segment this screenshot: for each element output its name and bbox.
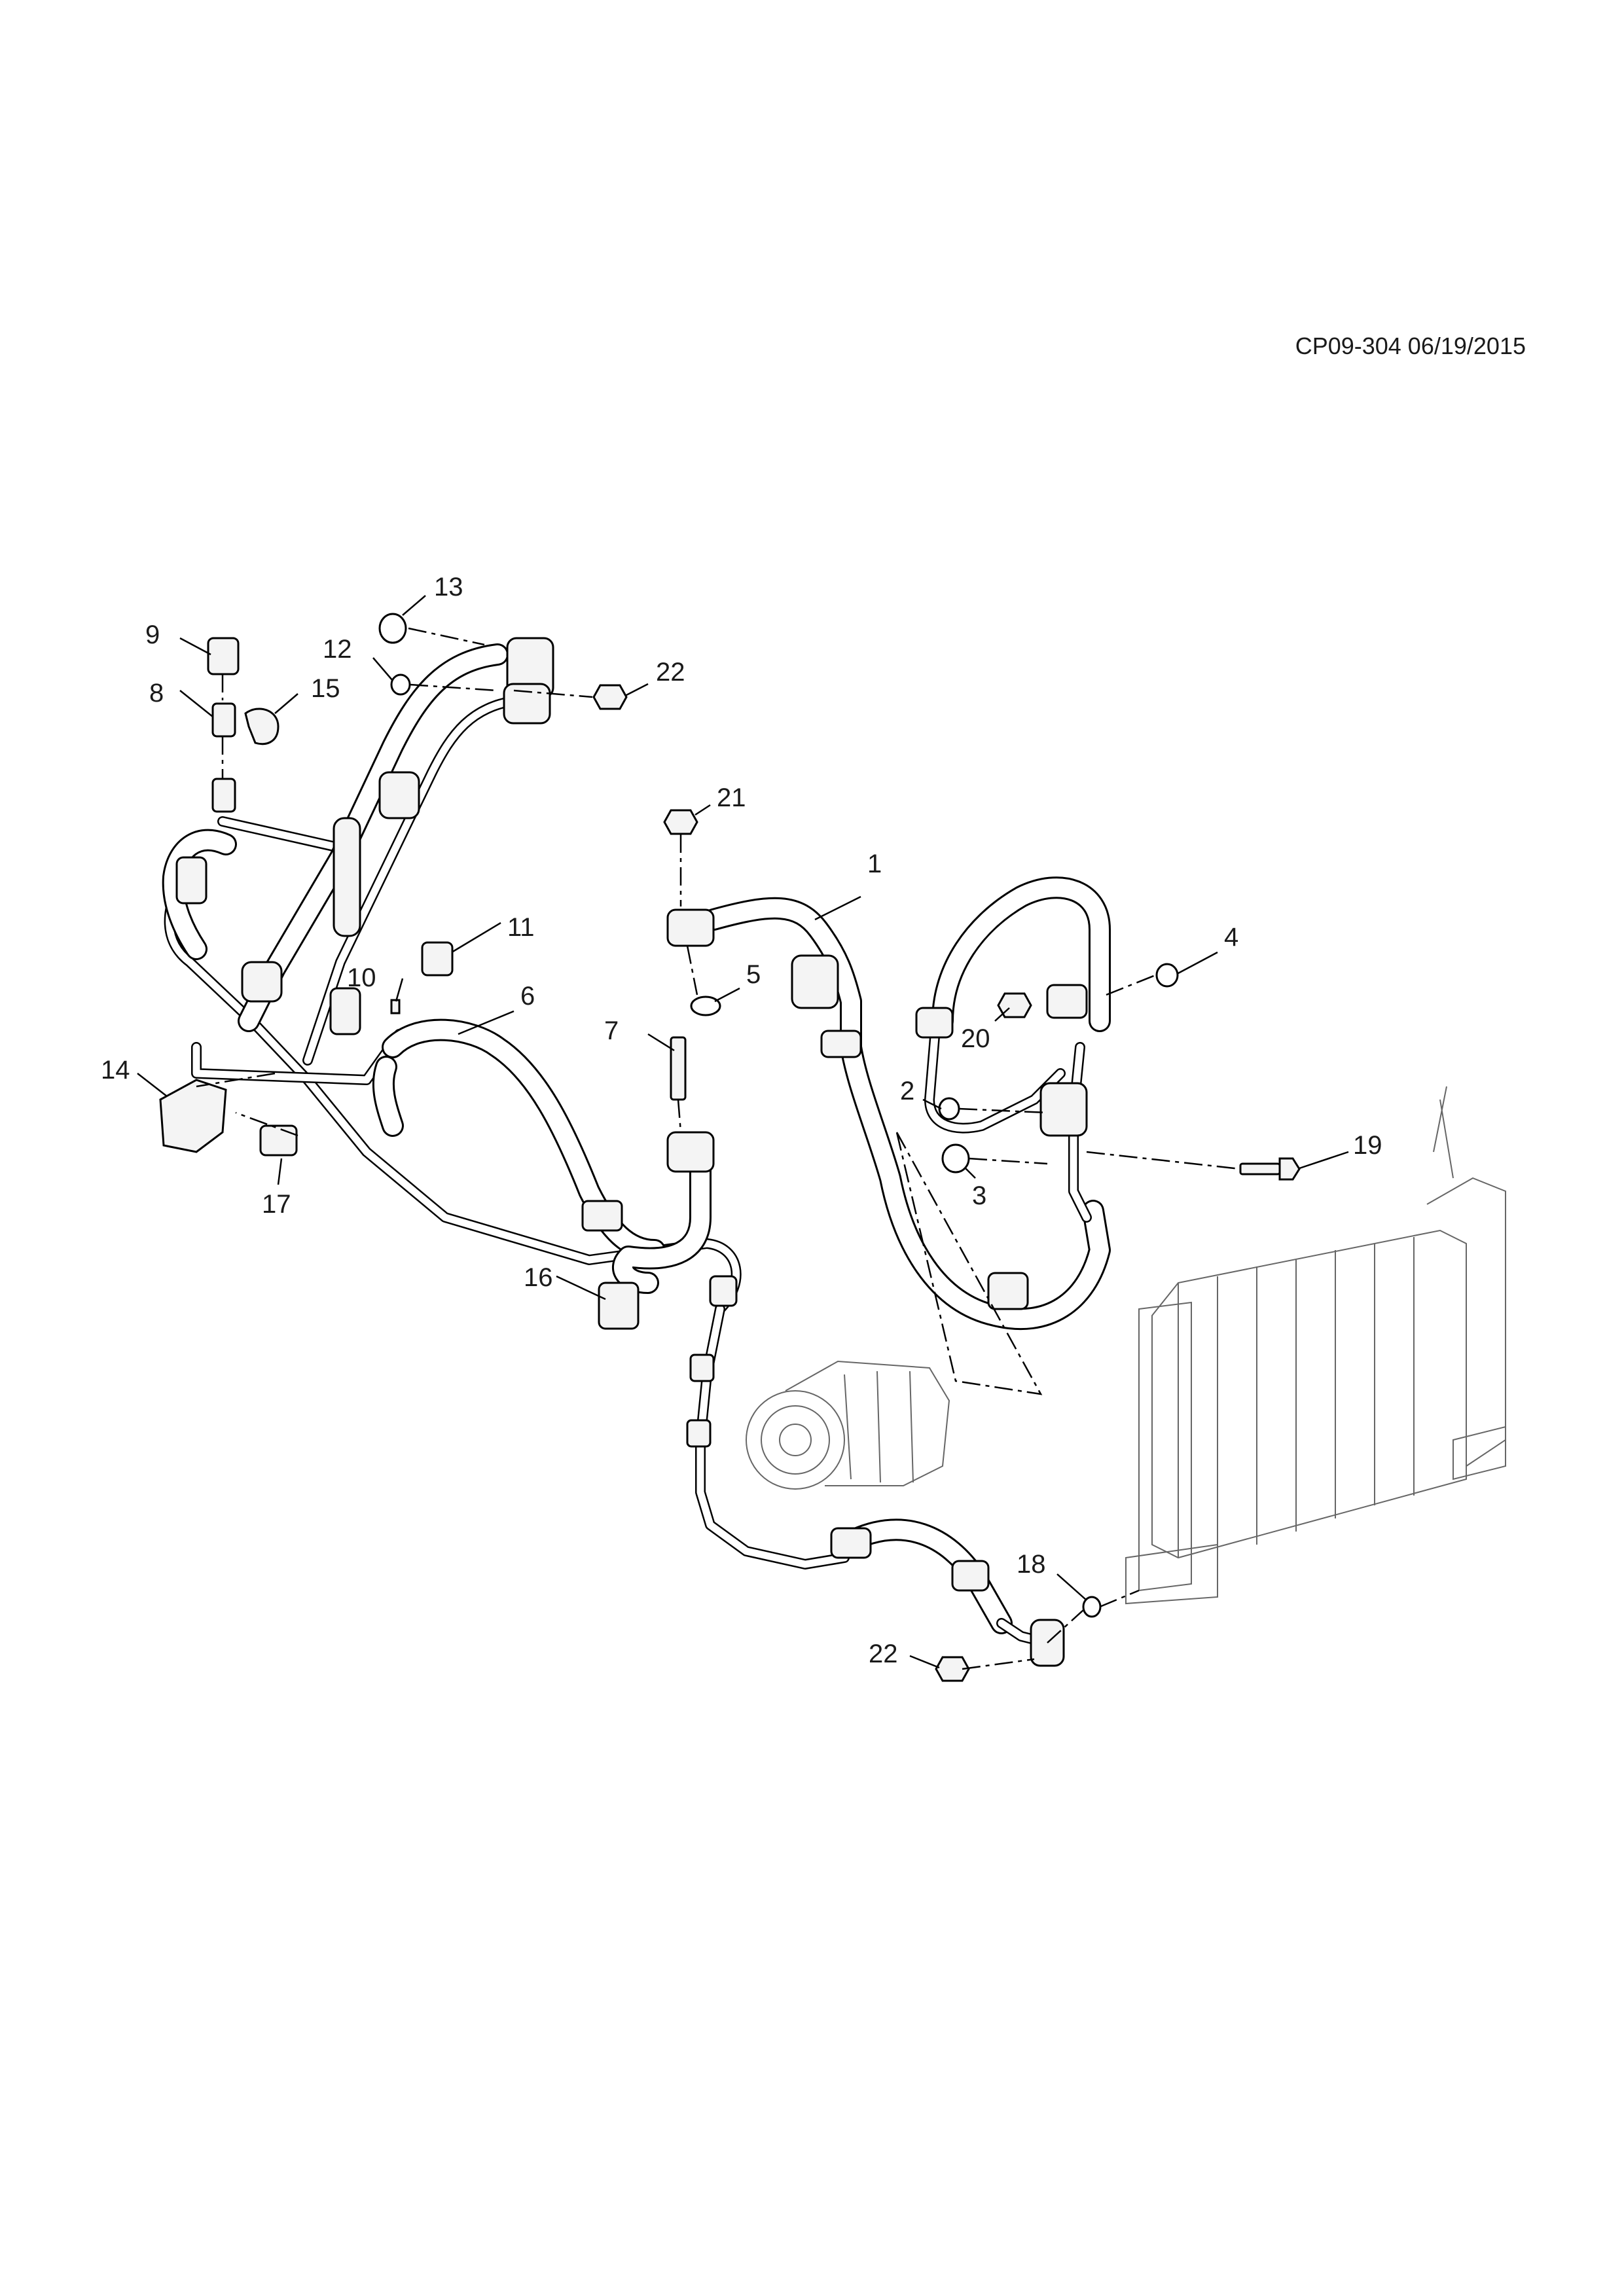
document-id: CP09-304 06/19/2015 [1295, 332, 1526, 359]
callout-6: 6 [520, 982, 535, 1011]
callout-16: 16 [524, 1263, 553, 1292]
small-parts [159, 613, 1301, 1682]
callout-3: 3 [972, 1181, 986, 1210]
callout-1: 1 [867, 850, 882, 878]
callout-19: 19 [1353, 1131, 1382, 1160]
callout-21: 21 [717, 783, 746, 812]
callout-8: 8 [149, 679, 164, 708]
leader-lines [137, 595, 1349, 1669]
ac-compressor [746, 1360, 950, 1490]
callout-13: 13 [434, 573, 463, 601]
ac-hose-assembly [162, 643, 1111, 1648]
callout-18: 18 [1017, 1550, 1046, 1579]
fitting-blocks [175, 637, 1088, 1667]
callout-15: 15 [311, 674, 340, 703]
callout-22-upper: 22 [656, 658, 685, 687]
callout-20: 20 [961, 1024, 990, 1053]
center-lines [196, 627, 1241, 1670]
callout-10: 10 [347, 963, 376, 992]
callout-17: 17 [262, 1190, 291, 1219]
callout-22-lower: 22 [869, 1640, 898, 1668]
callout-4: 4 [1224, 923, 1238, 952]
callout-5: 5 [746, 960, 761, 989]
callout-14: 14 [101, 1056, 130, 1085]
callout-11: 11 [507, 913, 535, 942]
condenser-radiator [1125, 1086, 1506, 1605]
callout-12: 12 [323, 635, 352, 664]
callout-labels: 1 2 3 4 5 6 7 8 9 10 11 12 13 14 15 16 1… [101, 573, 1382, 1668]
callout-9: 9 [145, 620, 160, 649]
callout-2: 2 [900, 1077, 914, 1105]
callout-7: 7 [604, 1016, 619, 1045]
